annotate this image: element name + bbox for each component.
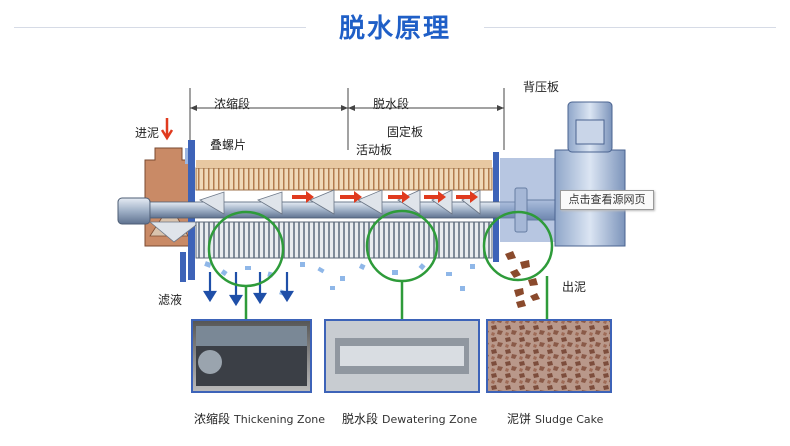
- photo-thickening-zone: [191, 319, 312, 393]
- view-source-tooltip[interactable]: 点击查看源网页: [560, 190, 654, 210]
- drive-motor: [500, 101, 626, 247]
- photo-dewatering-zone: [324, 319, 480, 393]
- label-thickening-section: 浓缩段: [214, 97, 251, 111]
- filter-slats: [195, 221, 493, 259]
- caption-zh: 浓缩段: [194, 412, 231, 426]
- label-stacked-discs: 叠螺片: [210, 138, 247, 152]
- label-moving-plate: 活动板: [356, 143, 393, 157]
- filtrate-collector-frame: [180, 252, 186, 282]
- photo-sludge-cake: [486, 319, 612, 393]
- label-inlet-sludge: 进泥: [135, 126, 160, 140]
- label-back-pressure-plate: 背压板: [523, 80, 560, 94]
- label-filtrate: 滤液: [158, 293, 183, 307]
- callout-circles: [207, 209, 554, 320]
- label-sludge-outlet: 出泥: [562, 280, 587, 294]
- label-fixed-plate: 固定板: [387, 125, 424, 139]
- page-title: 脱水原理: [338, 14, 451, 44]
- filtrate-arrows: [203, 272, 294, 307]
- caption-zh: 泥饼: [507, 412, 532, 426]
- title-divider-left: [14, 27, 306, 28]
- caption-en: Thickening Zone: [234, 413, 326, 426]
- caption-zh: 脱水段: [342, 412, 379, 426]
- inlet-arrow: [160, 118, 174, 141]
- label-dewatering-section: 脱水段: [373, 97, 410, 111]
- stacked-discs-top: [195, 167, 493, 191]
- caption-en: Sludge Cake: [535, 413, 604, 426]
- sludge-cake-pieces: [505, 251, 540, 308]
- caption-en: Dewatering Zone: [382, 413, 478, 426]
- title-divider-right: [484, 27, 776, 28]
- flow-arrows: [292, 191, 478, 203]
